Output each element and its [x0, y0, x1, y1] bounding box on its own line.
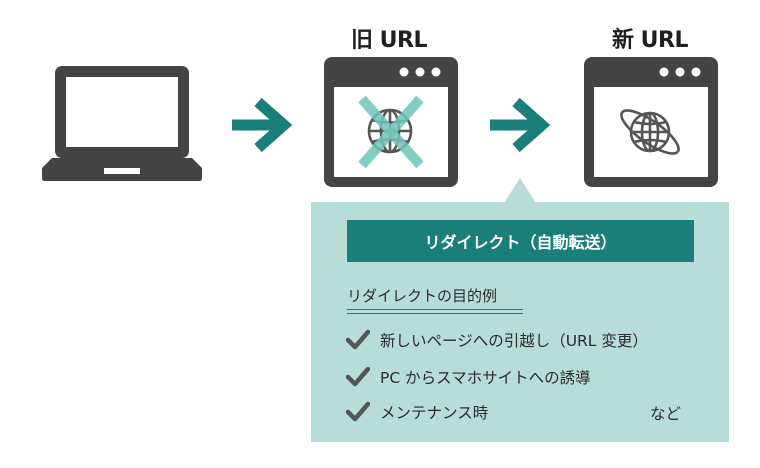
list-item-text: 新しいページへの引越し（URL 変更）	[380, 332, 648, 350]
checkmark-icon	[346, 401, 370, 422]
etc-text: など	[650, 405, 682, 423]
redirect-purpose-heading: リダイレクトの目的例	[347, 287, 498, 305]
redirect-title-banner: リダイレクト（自動転送）	[347, 220, 694, 262]
list-item: PC からスマホサイトへの誘導	[346, 363, 591, 391]
globe-crossed-out-icon	[358, 95, 424, 169]
heading-underline	[347, 309, 523, 314]
new-url-browser-window	[584, 57, 718, 187]
arrow-right-icon	[232, 98, 293, 152]
old-url-browser-window	[324, 57, 458, 187]
new-url-label: 新 URL	[612, 28, 688, 53]
list-item: メンテナンス時	[346, 398, 488, 426]
callout-pointer	[504, 178, 536, 203]
list-item: 新しいページへの引越し（URL 変更）	[346, 326, 648, 354]
old-url-label: 旧 URL	[351, 28, 427, 53]
checkmark-icon	[346, 329, 370, 350]
list-item-text: PC からスマホサイトへの誘導	[380, 369, 591, 387]
arrow-right-icon	[490, 98, 551, 152]
checkmark-icon	[346, 366, 370, 387]
globe-orbit-icon	[620, 109, 680, 155]
laptop-icon	[42, 66, 202, 181]
list-item-text: メンテナンス時	[380, 404, 489, 422]
